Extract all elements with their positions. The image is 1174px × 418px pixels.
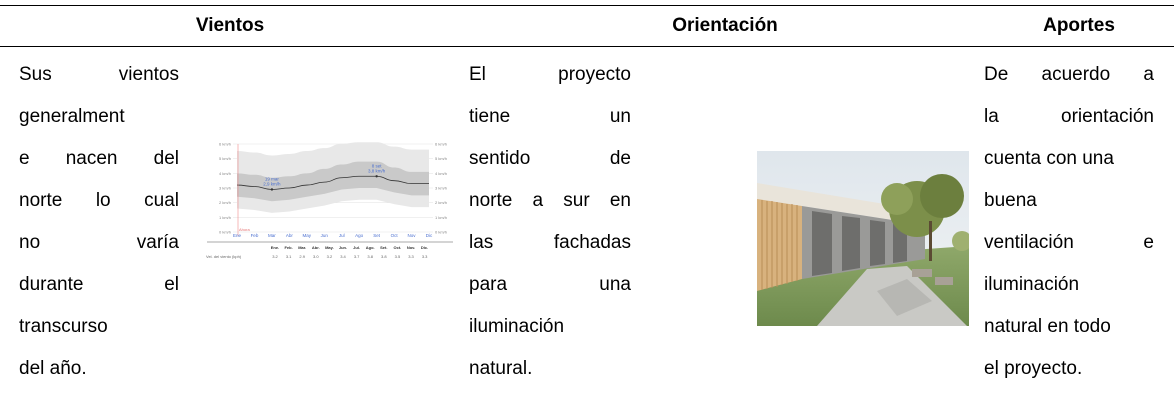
table-column-header: Nov.	[407, 245, 415, 250]
aportes-line: la orientación	[984, 106, 1154, 127]
annotation-value: 2,9 km/h	[263, 181, 281, 186]
table-column-header: Jul.	[353, 245, 360, 250]
aportes-line: De acuerdo a	[984, 64, 1154, 85]
table-column-header: Ene.	[271, 245, 279, 250]
building-rendering-image	[757, 151, 969, 326]
y-tick-label: 6 km/h	[219, 142, 231, 147]
aportes-line: natural en todo	[984, 316, 1111, 337]
table-top-rule	[0, 5, 1174, 6]
table-value: 3.7	[354, 254, 360, 259]
table-column-header: Set.	[380, 245, 387, 250]
y-tick-label: 2 km/h	[219, 200, 231, 205]
y-tick-label-right: 4 km/h	[435, 171, 447, 176]
table-value: 3.2	[327, 254, 333, 259]
vientos-text: Sus vientos generalment e nacen del norte l…	[19, 54, 179, 390]
table-column-header: Ago.	[366, 245, 375, 250]
orientacion-text: El proyecto tiene un sentido de norte a sur…	[469, 54, 631, 390]
x-tick-label: Mar	[268, 233, 276, 238]
wind-speed-chart: 0 km/h 0 km/h 1 km/h 1 km/h 2 km/h 2 km/h 3 km…	[206, 142, 453, 259]
table-row-label: Vel. del viento (kph)	[206, 254, 242, 259]
aportes-line: iluminación	[984, 274, 1080, 295]
now-label: Ahora	[239, 227, 250, 232]
x-tick-label: Jul	[339, 233, 345, 238]
aportes-line: el proyecto.	[984, 358, 1083, 379]
vientos-line: del año.	[19, 358, 87, 379]
table-value: 2.9	[299, 254, 305, 259]
y-tick-label-right: 0 km/h	[435, 230, 447, 235]
x-tick-label: Dic	[426, 233, 433, 238]
orientacion-line: tiene un	[469, 106, 631, 127]
orientacion-line: natural.	[469, 358, 533, 379]
table-header-rule	[0, 46, 1174, 47]
band-25-75	[237, 161, 429, 202]
x-tick-label: Nov	[408, 233, 417, 238]
y-tick-label: 3 km/h	[219, 186, 231, 191]
table-column-header: Feb.	[284, 245, 292, 250]
vientos-line: e nacen del	[19, 148, 179, 169]
table-value: 3.1	[286, 254, 292, 259]
y-tick-label-right: 5 km/h	[435, 156, 447, 161]
y-tick-label: 4 km/h	[219, 171, 231, 176]
aportes-line: cuenta con una	[984, 148, 1114, 169]
aportes-line: ventilación e	[984, 232, 1154, 253]
header-aportes: Aportes	[1043, 15, 1115, 36]
orientacion-line: las fachadas	[469, 232, 631, 253]
vientos-line: no varía	[19, 232, 179, 253]
table-value: 3.0	[313, 254, 319, 259]
y-tick-label: 5 km/h	[219, 156, 231, 161]
annotation-value: 3,8 km/h	[368, 168, 386, 173]
table-value: 3.5	[395, 254, 401, 259]
header-orientacion: Orientación	[672, 15, 778, 36]
aportes-text: De acuerdo a la orientación cuenta con una…	[984, 54, 1154, 390]
x-tick-label: Abr	[286, 233, 294, 238]
table-value: 3.8	[367, 254, 373, 259]
y-tick-label-right: 2 km/h	[435, 200, 447, 205]
y-tick-label-right: 1 km/h	[435, 215, 447, 220]
table-column-header: Mar.	[298, 245, 306, 250]
x-tick-label: Ago	[355, 233, 364, 238]
vientos-line: Sus vientos	[19, 64, 179, 85]
table-column-header: Jun.	[339, 245, 347, 250]
annotation-date: 19 mar	[265, 176, 280, 181]
aportes-line: buena	[984, 190, 1037, 211]
vientos-line: transcurso	[19, 316, 108, 337]
annotation-date: 8 set	[372, 163, 383, 168]
y-tick-label: 0 km/h	[219, 230, 231, 235]
table-column-header: Dic.	[421, 245, 428, 250]
x-tick-label: Ene	[233, 233, 242, 238]
x-tick-label: Set	[373, 233, 381, 238]
annotation-point	[270, 188, 274, 191]
orientacion-line: norte a sur en	[469, 190, 631, 211]
orientacion-line: iluminación	[469, 316, 565, 337]
mean-line	[236, 175, 429, 190]
table-value: 3.4	[340, 254, 346, 259]
x-tick-label: Feb	[251, 233, 259, 238]
y-tick-label: 1 km/h	[219, 215, 231, 220]
table-column-header: Abr.	[312, 245, 320, 250]
table-value: 3.8	[381, 254, 387, 259]
table-column-header: May.	[325, 245, 334, 250]
orientacion-line: para una	[469, 274, 631, 295]
table-value: 3.2	[272, 254, 278, 259]
annotation-point	[375, 175, 378, 178]
vientos-line: durante el	[19, 274, 179, 295]
vientos-line: norte lo cual	[19, 190, 179, 211]
y-tick-label-right: 3 km/h	[435, 186, 447, 191]
header-vientos: Vientos	[195, 15, 265, 36]
y-tick-label-right: 6 km/h	[435, 142, 447, 147]
table-value: 3.3	[408, 254, 414, 259]
vientos-line: generalment	[19, 106, 125, 127]
orientacion-line: sentido de	[469, 148, 631, 169]
table-column-header: Oct.	[394, 245, 402, 250]
table-value: 3.3	[422, 254, 428, 259]
x-tick-label: Jun	[321, 233, 329, 238]
orientacion-line: El proyecto	[469, 64, 631, 85]
x-tick-label: May	[303, 233, 312, 238]
x-tick-label: Oct	[391, 233, 399, 238]
